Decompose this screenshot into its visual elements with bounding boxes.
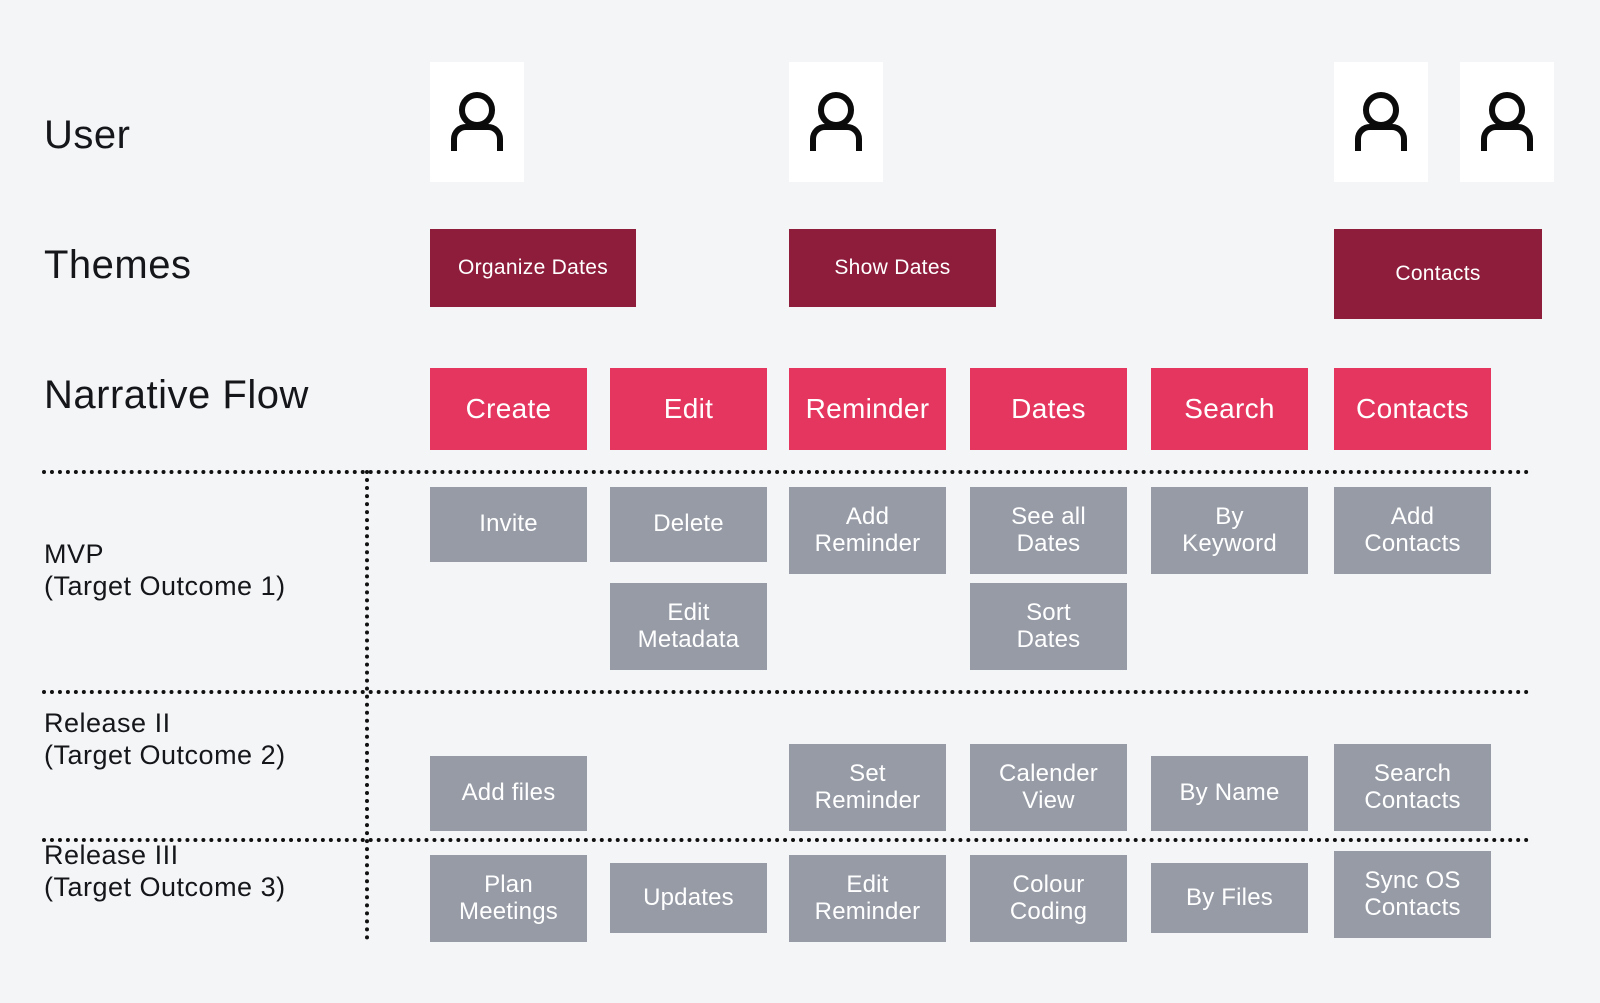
- flow-card-contacts[interactable]: Contacts: [1334, 368, 1491, 450]
- row-label-user: User: [44, 113, 131, 157]
- person-icon: [447, 89, 507, 155]
- divider-label-column: [365, 470, 369, 940]
- user-avatar-3: [1334, 62, 1428, 182]
- user-avatar-4: [1460, 62, 1554, 182]
- divider-release2-top: [42, 690, 1530, 694]
- story-card-search-contacts[interactable]: Search Contacts: [1334, 744, 1491, 831]
- story-card-add-reminder[interactable]: Add Reminder: [789, 487, 946, 574]
- person-icon: [806, 89, 866, 155]
- story-card-sort-dates[interactable]: Sort Dates: [970, 583, 1127, 670]
- person-icon: [1477, 89, 1537, 155]
- divider-mvp-top: [42, 470, 1530, 474]
- story-card-add-files[interactable]: Add files: [430, 756, 587, 831]
- theme-card-show-dates[interactable]: Show Dates: [789, 229, 996, 307]
- flow-card-dates[interactable]: Dates: [970, 368, 1127, 450]
- row-label-narrative-flow: Narrative Flow: [44, 373, 309, 417]
- story-card-see-all-dates[interactable]: See all Dates: [970, 487, 1127, 574]
- story-card-by-files[interactable]: By Files: [1151, 863, 1308, 933]
- person-icon: [1351, 89, 1411, 155]
- story-card-plan-meetings[interactable]: Plan Meetings: [430, 855, 587, 942]
- row-label-mvp: MVP (Target Outcome 1): [44, 539, 286, 601]
- row-label-themes: Themes: [44, 243, 192, 287]
- story-card-set-reminder[interactable]: Set Reminder: [789, 744, 946, 831]
- story-card-invite[interactable]: Invite: [430, 487, 587, 562]
- story-card-add-contacts[interactable]: Add Contacts: [1334, 487, 1491, 574]
- story-card-sync-os-contacts[interactable]: Sync OS Contacts: [1334, 851, 1491, 938]
- story-card-delete[interactable]: Delete: [610, 487, 767, 562]
- theme-card-contacts[interactable]: Contacts: [1334, 229, 1542, 319]
- row-label-release-2: Release II (Target Outcome 2): [44, 708, 286, 770]
- flow-card-search[interactable]: Search: [1151, 368, 1308, 450]
- divider-release3-top: [42, 838, 1530, 842]
- user-avatar-2: [789, 62, 883, 182]
- flow-card-reminder[interactable]: Reminder: [789, 368, 946, 450]
- user-avatar-1: [430, 62, 524, 182]
- row-label-release-3: Release III (Target Outcome 3): [44, 840, 286, 902]
- story-card-updates[interactable]: Updates: [610, 863, 767, 933]
- story-card-edit-reminder[interactable]: Edit Reminder: [789, 855, 946, 942]
- theme-card-organize-dates[interactable]: Organize Dates: [430, 229, 636, 307]
- story-card-calender-view[interactable]: Calender View: [970, 744, 1127, 831]
- flow-card-edit[interactable]: Edit: [610, 368, 767, 450]
- story-card-by-name[interactable]: By Name: [1151, 756, 1308, 831]
- story-card-colour-coding[interactable]: Colour Coding: [970, 855, 1127, 942]
- story-card-by-keyword[interactable]: By Keyword: [1151, 487, 1308, 574]
- flow-card-create[interactable]: Create: [430, 368, 587, 450]
- story-card-edit-metadata[interactable]: Edit Metadata: [610, 583, 767, 670]
